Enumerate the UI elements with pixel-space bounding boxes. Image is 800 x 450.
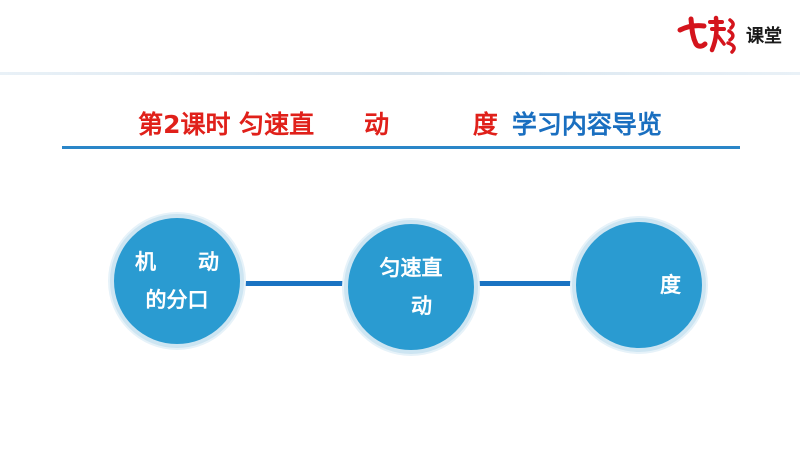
brush-calligraphy-icon xyxy=(674,14,744,54)
brand-logo: 课堂 xyxy=(674,14,782,54)
topic-node-line: 动 xyxy=(390,294,432,318)
topic-node-label: 机 动 的分口 xyxy=(121,243,233,319)
topic-node-2[interactable]: 匀速直 动 xyxy=(344,220,478,354)
topic-node-1[interactable]: 机 动 的分口 xyxy=(110,214,244,348)
topic-node-line: 度 xyxy=(597,273,681,297)
topic-node-label: 度 xyxy=(583,266,695,304)
section-title: 学习内容导览 xyxy=(511,110,662,139)
lesson-title: 第2课时 匀速直 动 度 xyxy=(138,110,498,139)
topic-node-3[interactable]: 度 xyxy=(572,218,706,352)
connector-line-1 xyxy=(244,281,352,286)
topic-node-line: 机 动 xyxy=(135,250,219,274)
page-title: 第2课时 匀速直 动 度学习内容导览 xyxy=(0,108,800,142)
title-underline xyxy=(62,146,740,149)
header-divider xyxy=(0,72,800,75)
topic-node-line: 匀速直 xyxy=(379,256,464,280)
topic-node-label: 匀速直 动 xyxy=(355,249,467,325)
connector-line-2 xyxy=(478,281,578,286)
logo-text: 课堂 xyxy=(746,26,782,47)
topic-node-line: 的分口 xyxy=(145,288,209,312)
